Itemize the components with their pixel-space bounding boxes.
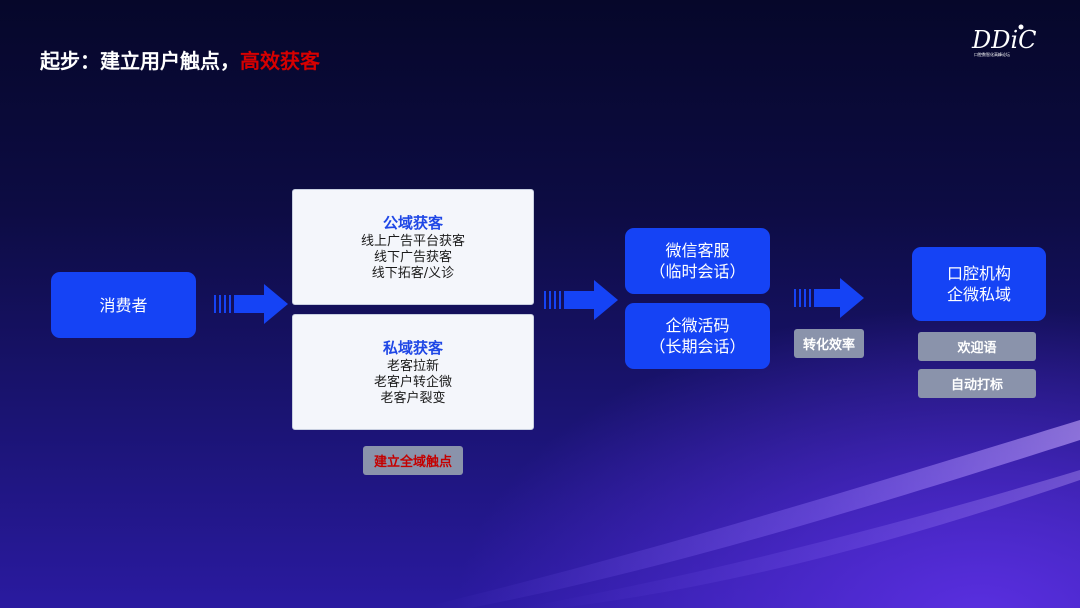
- page-title: 起步：建立用户触点，高效获客: [40, 45, 320, 74]
- title-main: 起步：建立用户触点，: [40, 49, 240, 73]
- logo-subtitle: 口腔数智化高峰论坛: [974, 52, 1010, 57]
- arrow-right-icon: [214, 284, 288, 324]
- clinic-line1: 口腔机构: [946, 264, 1011, 283]
- clinic-node[interactable]: 口腔机构 企微私域: [912, 247, 1046, 321]
- welcome-tag: 欢迎语: [918, 332, 1036, 361]
- conversion-tag: 转化效率: [794, 329, 864, 358]
- wecom-code-line1: 企微活码: [665, 316, 730, 335]
- consumer-node[interactable]: 消费者: [51, 272, 196, 338]
- wecom-code-line2: （长期会话）: [649, 337, 746, 356]
- clinic-line2: 企微私域: [946, 285, 1011, 304]
- private-domain-box[interactable]: 私域获客 老客拉新 老客户转企微 老客户裂变: [292, 314, 534, 430]
- private-domain-line: 老客户裂变: [380, 391, 446, 406]
- wechat-service-line1: 微信客服: [665, 241, 730, 260]
- consumer-label: 消费者: [99, 295, 148, 315]
- public-domain-box[interactable]: 公域获客 线上广告平台获客 线下广告获客 线下拓客/义诊: [292, 189, 534, 305]
- touchpoint-tag: 建立全域触点: [363, 446, 463, 475]
- private-domain-heading: 私域获客: [382, 339, 443, 357]
- logo-text: DDiC: [971, 26, 1037, 54]
- wechat-service-line2: （临时会话）: [649, 262, 746, 281]
- wechat-service-node[interactable]: 微信客服 （临时会话）: [625, 228, 770, 294]
- public-domain-line: 线下拓客/义诊: [371, 266, 455, 281]
- ddic-logo-icon: DDiC: [971, 24, 1037, 54]
- private-domain-line: 老客户转企微: [373, 375, 452, 390]
- title-highlight: 高效获客: [240, 49, 320, 73]
- wecom-code-node[interactable]: 企微活码 （长期会话）: [625, 303, 770, 369]
- arrow-right-icon: [794, 278, 864, 318]
- private-domain-line: 老客拉新: [386, 359, 439, 374]
- public-domain-heading: 公域获客: [382, 214, 443, 232]
- arrow-right-icon: [544, 280, 618, 320]
- public-domain-line: 线下广告获客: [373, 250, 452, 265]
- public-domain-line: 线上广告平台获客: [360, 234, 465, 249]
- autotag-tag: 自动打标: [918, 369, 1036, 398]
